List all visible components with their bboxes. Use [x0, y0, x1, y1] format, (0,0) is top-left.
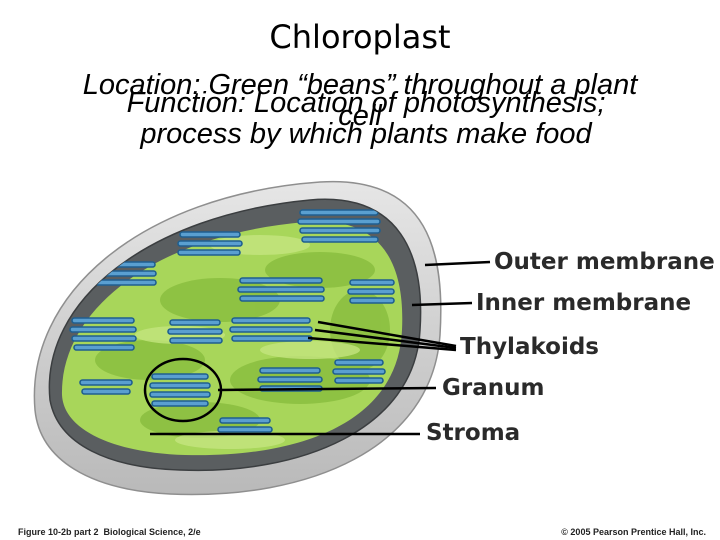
thylakoid-disc [177, 249, 241, 256]
thylakoid-disc [149, 391, 211, 398]
thylakoid-disc [349, 297, 395, 304]
inner-membrane-leader [411, 301, 473, 307]
thylakoid-disc [73, 344, 135, 351]
copyright-caption: © 2005 Pearson Prentice Hall, Inc. [561, 527, 706, 537]
inner-membrane-label: Inner membrane [476, 290, 692, 316]
location-text: Location: Green “beans” throughout a pla… [82, 69, 638, 132]
figure-number: Figure 10-2b part 2 [18, 527, 99, 537]
thylakoid-disc [71, 317, 135, 324]
thylakoid-disc [347, 288, 395, 295]
granum-leader [217, 386, 437, 392]
thylakoids-label: Thylakoids [460, 334, 599, 360]
thylakoid-disc [69, 326, 137, 333]
thylakoid-disc [297, 218, 381, 225]
function-line-2: process by which plants make food [140, 118, 592, 150]
thylakoids-leader-3 [307, 336, 457, 352]
thylakoid-disc [169, 319, 221, 326]
thylakoid-disc [95, 279, 157, 286]
thylakoid-disc [151, 400, 209, 407]
thylakoid-disc [349, 279, 395, 286]
thylakoid-disc [239, 295, 325, 302]
outer-membrane-leader [424, 260, 491, 267]
thylakoid-disc [219, 417, 271, 424]
thylakoid-disc [257, 376, 323, 383]
thylakoid-disc [301, 236, 379, 243]
thylakoid-disc [259, 367, 321, 374]
thylakoid-disc [231, 317, 311, 324]
thylakoid-disc [237, 286, 325, 293]
figure-caption: Figure 10-2b part 2 Biological Science, … [18, 527, 201, 537]
thylakoid-disc [81, 388, 131, 395]
stroma-region [61, 209, 403, 456]
function-line-1: Function: Location of photosynthesis; [126, 87, 606, 119]
thylakoid-disc [231, 335, 313, 342]
thylakoid-disc [229, 326, 313, 333]
book-title: Biological Science, 2/e [103, 527, 201, 537]
outer-membrane-label: Outer membrane [494, 249, 715, 275]
thylakoid-disc [299, 209, 379, 216]
stroma-label: Stroma [426, 420, 521, 446]
thylakoid-disc [167, 328, 223, 335]
thylakoid-disc [179, 231, 241, 238]
thylakoid-disc [239, 277, 323, 284]
thylakoid-disc [332, 368, 386, 375]
thylakoid-disc [177, 240, 243, 247]
thylakoid-disc [149, 382, 211, 389]
thylakoid-disc [334, 377, 384, 384]
thylakoids-leader-1 [317, 320, 457, 348]
thylakoid-disc [71, 335, 137, 342]
thylakoid-disc [217, 426, 273, 433]
slide-title: Chloroplast [269, 18, 451, 56]
thylakoid-disc [169, 337, 223, 344]
thylakoid-disc [299, 227, 381, 234]
thylakoid-disc [79, 379, 133, 386]
thylakoid-disc [151, 373, 209, 380]
granum-label: Granum [442, 375, 545, 401]
function-text: Function: Location of photosynthesis; pr… [64, 88, 668, 150]
thylakoid-disc [334, 359, 384, 366]
thylakoids-leader-2 [314, 328, 457, 350]
